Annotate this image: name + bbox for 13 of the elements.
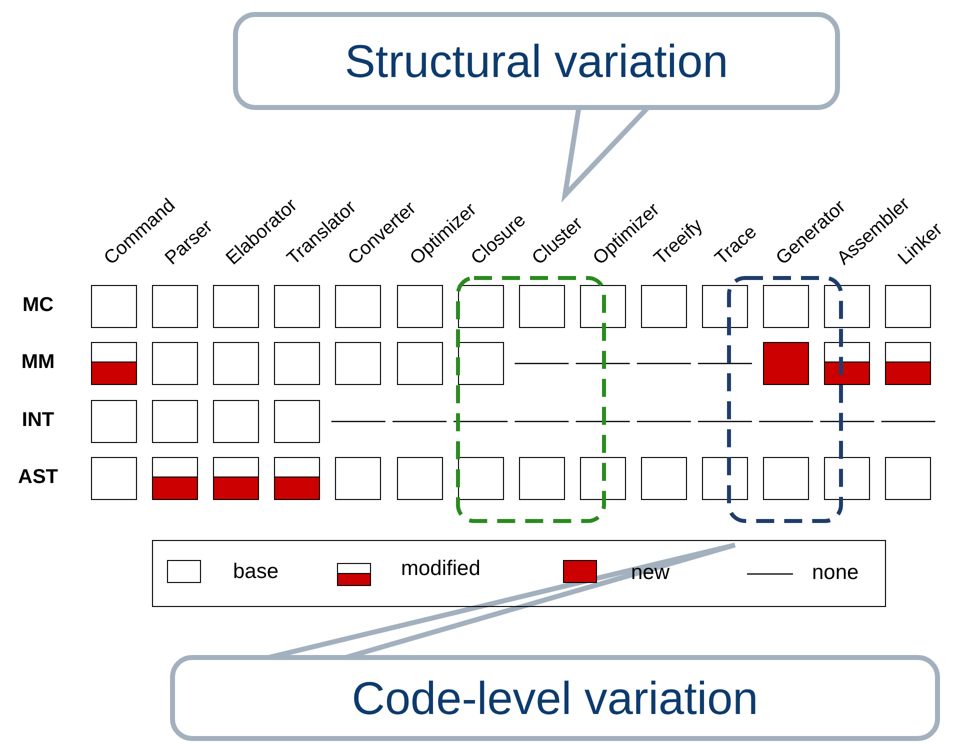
callout-text: Structural variation [344,34,728,88]
row-header: MC [21,294,55,317]
row-header: AST [17,466,59,489]
legend-label: new [631,561,670,585]
row-header: INT [20,409,56,432]
dashed-group-outline [727,276,843,523]
legend-label: none [812,561,859,585]
legend-label: modified [401,557,480,581]
row-header: MM [20,351,56,374]
legend-label: base [233,560,279,584]
dashed-group-outline [456,276,606,523]
callout-bubble [170,655,940,741]
callout-text: Code-level variation [352,671,758,725]
